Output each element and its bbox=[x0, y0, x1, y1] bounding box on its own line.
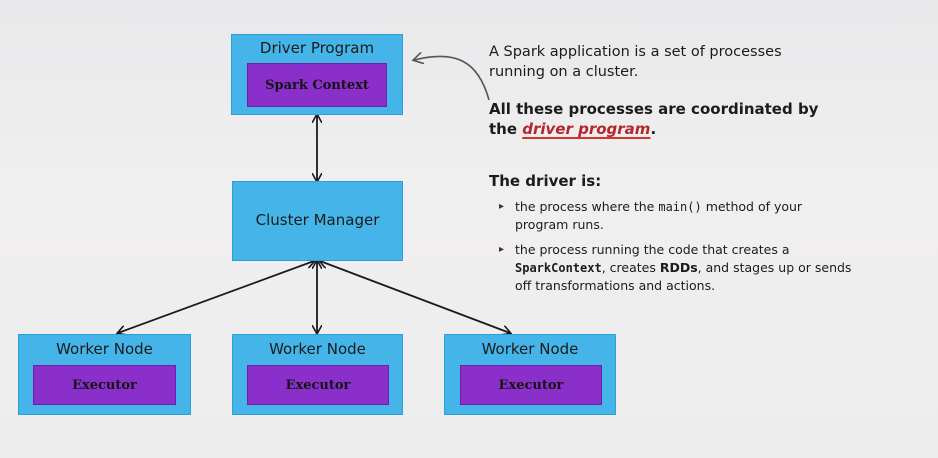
spark-context-box: Spark Context bbox=[247, 63, 387, 107]
worker-node-1: Worker Node Executor bbox=[18, 334, 191, 415]
triangle-bullet-icon: ▸ bbox=[499, 244, 505, 255]
driver-program-highlight: driver program bbox=[522, 120, 651, 138]
worker-node-2: Worker Node Executor bbox=[232, 334, 403, 415]
cluster-worker1-arrow bbox=[118, 261, 314, 333]
triangle-bullet-icon: ▸ bbox=[499, 201, 505, 212]
executor-box: Executor bbox=[247, 365, 389, 405]
driver-program-node: Driver Program Spark Context bbox=[231, 34, 403, 115]
bold-term: RDDs bbox=[659, 260, 698, 275]
executor-box: Executor bbox=[33, 365, 176, 405]
bullet-text: method of your program runs. bbox=[515, 199, 803, 232]
driver-bullet-list: ▸ the process where the main() method of … bbox=[495, 198, 855, 302]
cluster-worker3-arrow bbox=[320, 261, 510, 333]
inline-code: SparkContext bbox=[515, 261, 602, 275]
inline-code: main() bbox=[658, 200, 702, 214]
bullet-text: the process running the code that create… bbox=[515, 242, 790, 257]
worker-node-title: Worker Node bbox=[481, 340, 579, 358]
cluster-manager-title: Cluster Manager bbox=[255, 211, 380, 229]
bullet-text: the process where the bbox=[515, 199, 659, 214]
coordination-prefix: All these processes are coordinated by t… bbox=[489, 100, 819, 138]
driver-heading: The driver is: bbox=[489, 172, 602, 190]
coordination-suffix: . bbox=[650, 120, 657, 138]
coordination-paragraph: All these processes are coordinated by t… bbox=[489, 99, 829, 139]
bullet-text: , and stages up or sends off transformat… bbox=[515, 260, 852, 293]
worker-node-title: Worker Node bbox=[56, 340, 153, 358]
bullet-text: , creates bbox=[601, 260, 660, 275]
driver-program-title: Driver Program bbox=[259, 39, 375, 57]
cluster-manager-node: Cluster Manager bbox=[232, 181, 403, 261]
executor-box: Executor bbox=[460, 365, 602, 405]
list-item: ▸ the process where the main() method of … bbox=[495, 198, 855, 234]
list-item: ▸ the process running the code that creat… bbox=[495, 241, 855, 295]
intro-paragraph: A Spark application is a set of processe… bbox=[489, 44, 782, 80]
worker-node-3: Worker Node Executor bbox=[444, 334, 616, 415]
curved-pointer-arrow bbox=[414, 56, 490, 101]
worker-node-title: Worker Node bbox=[269, 340, 366, 358]
